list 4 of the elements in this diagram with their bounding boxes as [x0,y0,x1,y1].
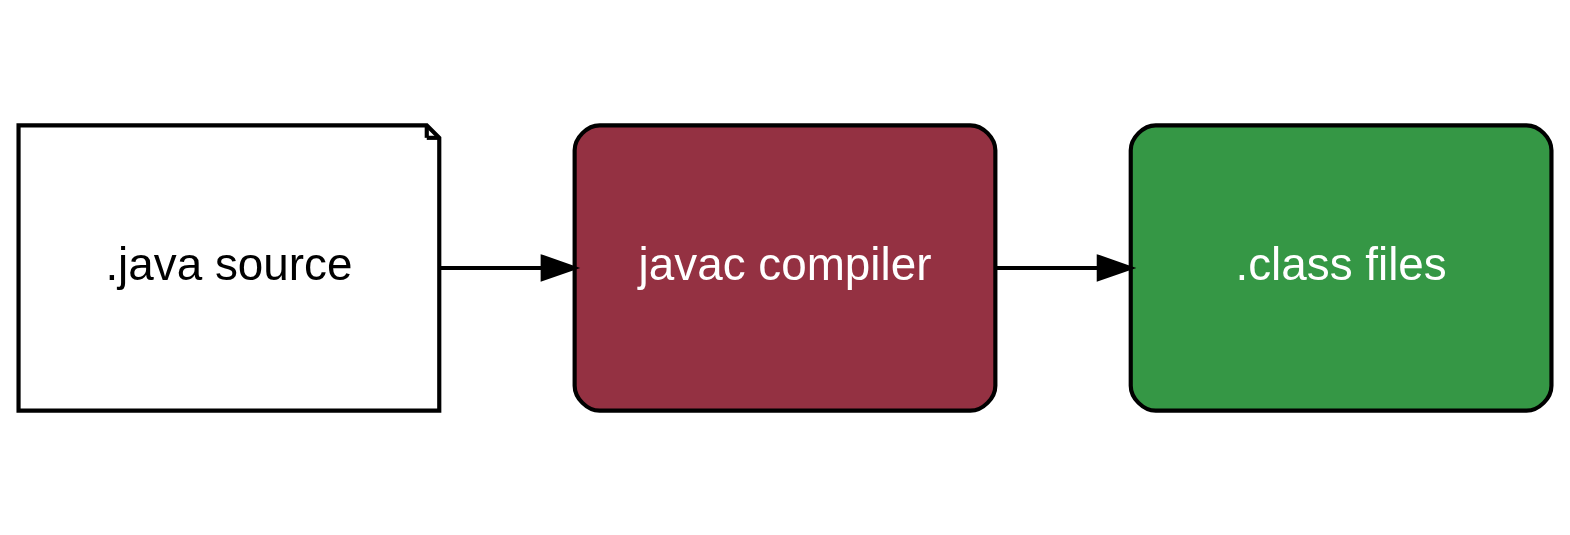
arrow [439,253,581,282]
node-box: javac compiler [572,122,998,413]
arrow [995,253,1137,282]
node-box: .class files [1128,122,1554,413]
